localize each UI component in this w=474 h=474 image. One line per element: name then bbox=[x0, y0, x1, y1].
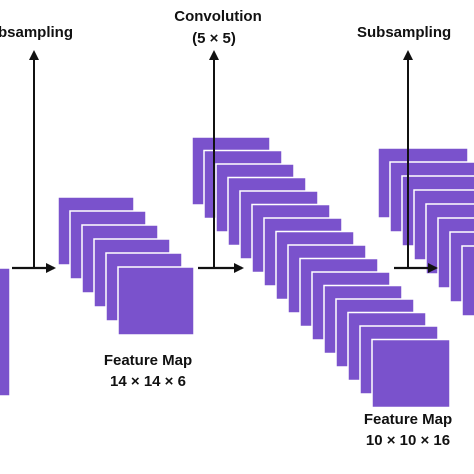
subsampled-map-8 bbox=[461, 245, 474, 317]
feature-map-2-16 bbox=[371, 338, 451, 409]
feature-map-stack-14x14x6 bbox=[57, 196, 195, 336]
feature-map-stack-10x10x16 bbox=[191, 136, 451, 409]
convolution-kernel-label: (5 × 5) bbox=[192, 30, 236, 47]
input-map-stack-partial bbox=[0, 267, 11, 397]
subsampled-map-stack-partial bbox=[377, 147, 474, 317]
convolution-label: Convolution bbox=[174, 8, 261, 25]
input-map-1 bbox=[0, 267, 11, 397]
feature-map-1-dims: 14 × 14 × 6 bbox=[110, 373, 186, 390]
feature-map-2-title: Feature Map bbox=[364, 411, 452, 428]
feature-map-1-6 bbox=[117, 266, 195, 336]
subsampling-label-right: Subsampling bbox=[357, 24, 451, 41]
subsampling-label-left: bsampling bbox=[0, 24, 73, 41]
feature-map-1-title: Feature Map bbox=[104, 352, 192, 369]
feature-map-2-dims: 10 × 10 × 16 bbox=[366, 432, 450, 449]
